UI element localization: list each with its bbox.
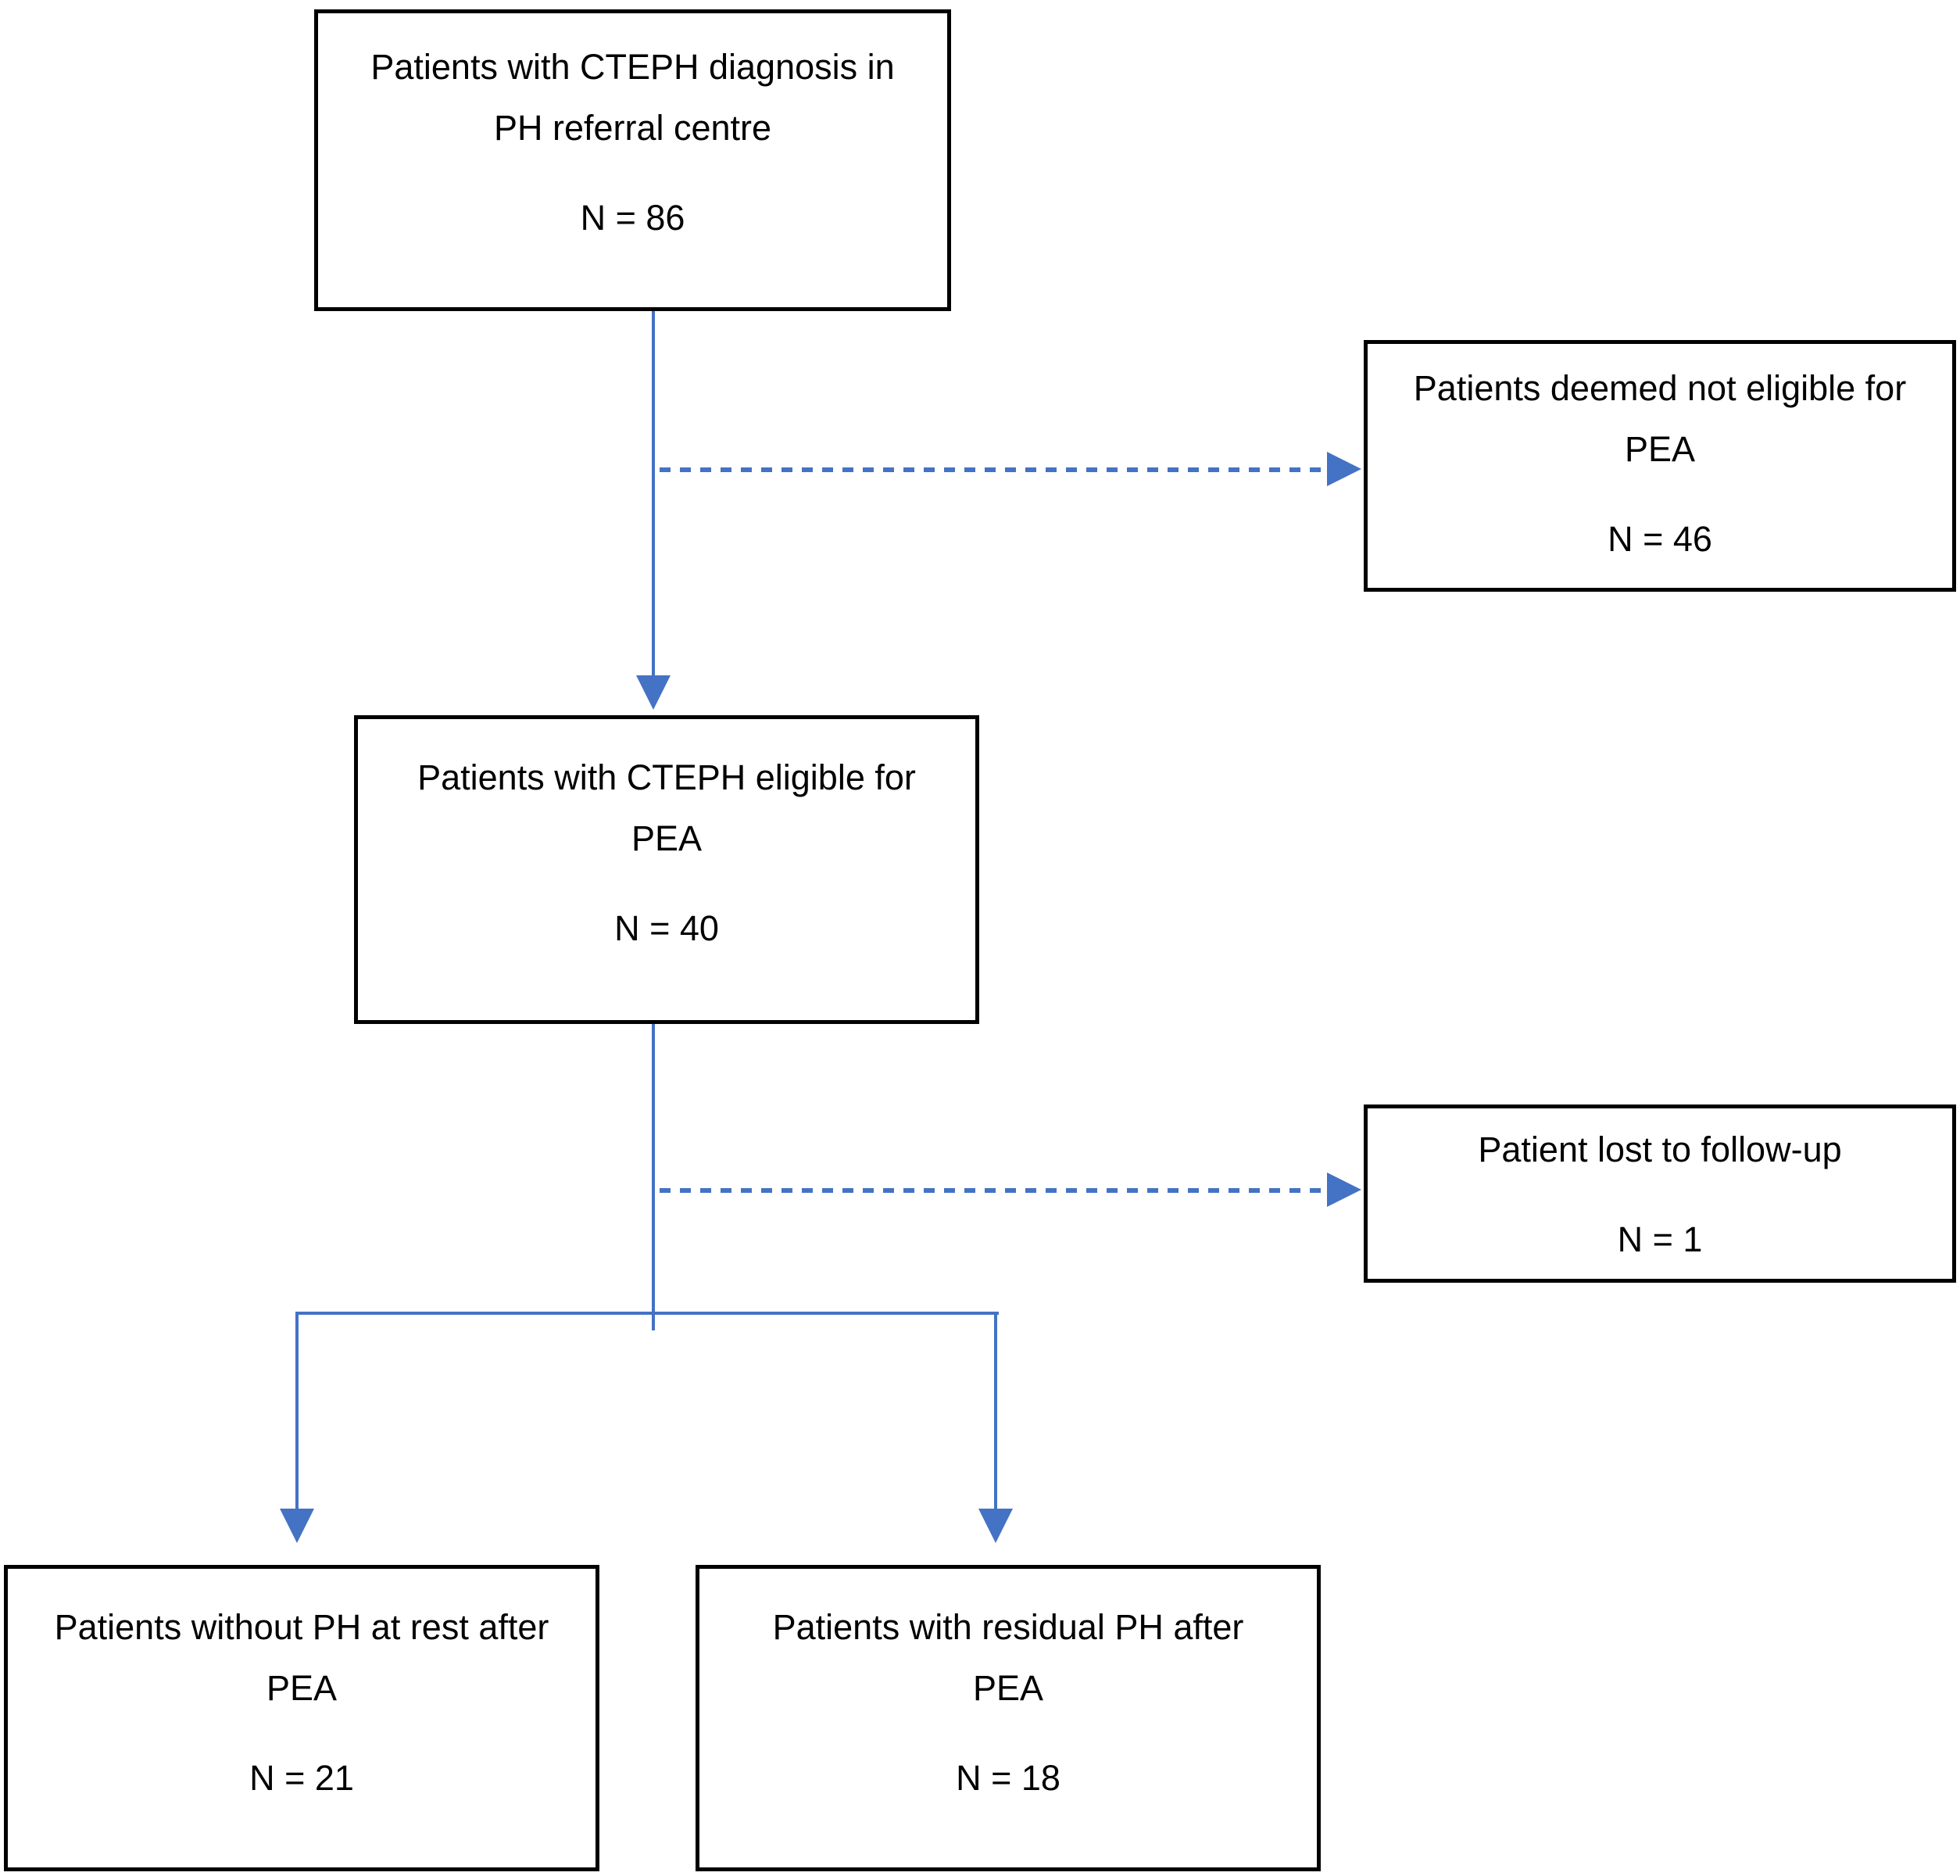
- node-title: Patient lost to follow-up: [1368, 1119, 1952, 1180]
- node-title: Patients deemed not eligible for PEA: [1368, 358, 1952, 480]
- node-not-eligible-pea: Patients deemed not eligible for PEA N =…: [1364, 340, 1956, 592]
- arrowhead-down-icon: [280, 1509, 314, 1543]
- connector-to-residual-ph: [994, 1312, 997, 1512]
- node-eligible-pea: Patients with CTEPH eligible for PEA N =…: [354, 715, 979, 1024]
- node-count: N = 46: [1608, 519, 1712, 559]
- node-residual-ph: Patients with residual PH after PEA N = …: [696, 1565, 1321, 1871]
- node-cteph-diagnosis: Patients with CTEPH diagnosis in PH refe…: [314, 9, 951, 311]
- node-count: N = 40: [614, 908, 719, 948]
- node-count: N = 1: [1617, 1219, 1703, 1259]
- title-line: Patients with CTEPH diagnosis in: [370, 47, 895, 87]
- node-count: N = 18: [956, 1758, 1060, 1798]
- title-line: PEA: [1624, 429, 1696, 469]
- title-line: PEA: [266, 1668, 338, 1708]
- node-lost-follow-up: Patient lost to follow-up N = 1: [1364, 1104, 1956, 1283]
- node-without-ph: Patients without PH at rest after PEA N …: [4, 1565, 599, 1871]
- title-line: Patients without PH at rest after: [54, 1607, 549, 1647]
- connector-to-lost-follow-up: [660, 1188, 1327, 1193]
- node-title: Patients with CTEPH diagnosis in PH refe…: [318, 37, 947, 159]
- arrowhead-right-icon: [1327, 1172, 1361, 1207]
- node-title: Patients with residual PH after PEA: [699, 1597, 1317, 1719]
- title-line: PH referral centre: [493, 108, 772, 148]
- arrowhead-down-icon: [636, 675, 671, 710]
- arrowhead-down-icon: [978, 1509, 1013, 1543]
- title-line: PEA: [972, 1668, 1044, 1708]
- node-title: Patients with CTEPH eligible for PEA: [358, 747, 975, 869]
- title-line: Patients with CTEPH eligible for: [417, 757, 916, 797]
- title-line: Patients deemed not eligible for: [1413, 368, 1907, 408]
- connector-eligible-trunk: [652, 1024, 655, 1330]
- node-count: N = 86: [580, 198, 685, 238]
- connector-to-without-ph: [295, 1312, 299, 1512]
- node-count: N = 21: [249, 1758, 354, 1798]
- title-line: Patients with residual PH after: [772, 1607, 1244, 1647]
- node-title: Patients without PH at rest after PEA: [8, 1597, 596, 1719]
- connector-diagnosis-to-eligible: [652, 311, 655, 678]
- arrowhead-right-icon: [1327, 452, 1361, 486]
- title-line: PEA: [631, 818, 703, 858]
- title-line: Patient lost to follow-up: [1478, 1130, 1842, 1169]
- connector-split-bar: [295, 1312, 999, 1315]
- connector-to-not-eligible: [660, 467, 1327, 472]
